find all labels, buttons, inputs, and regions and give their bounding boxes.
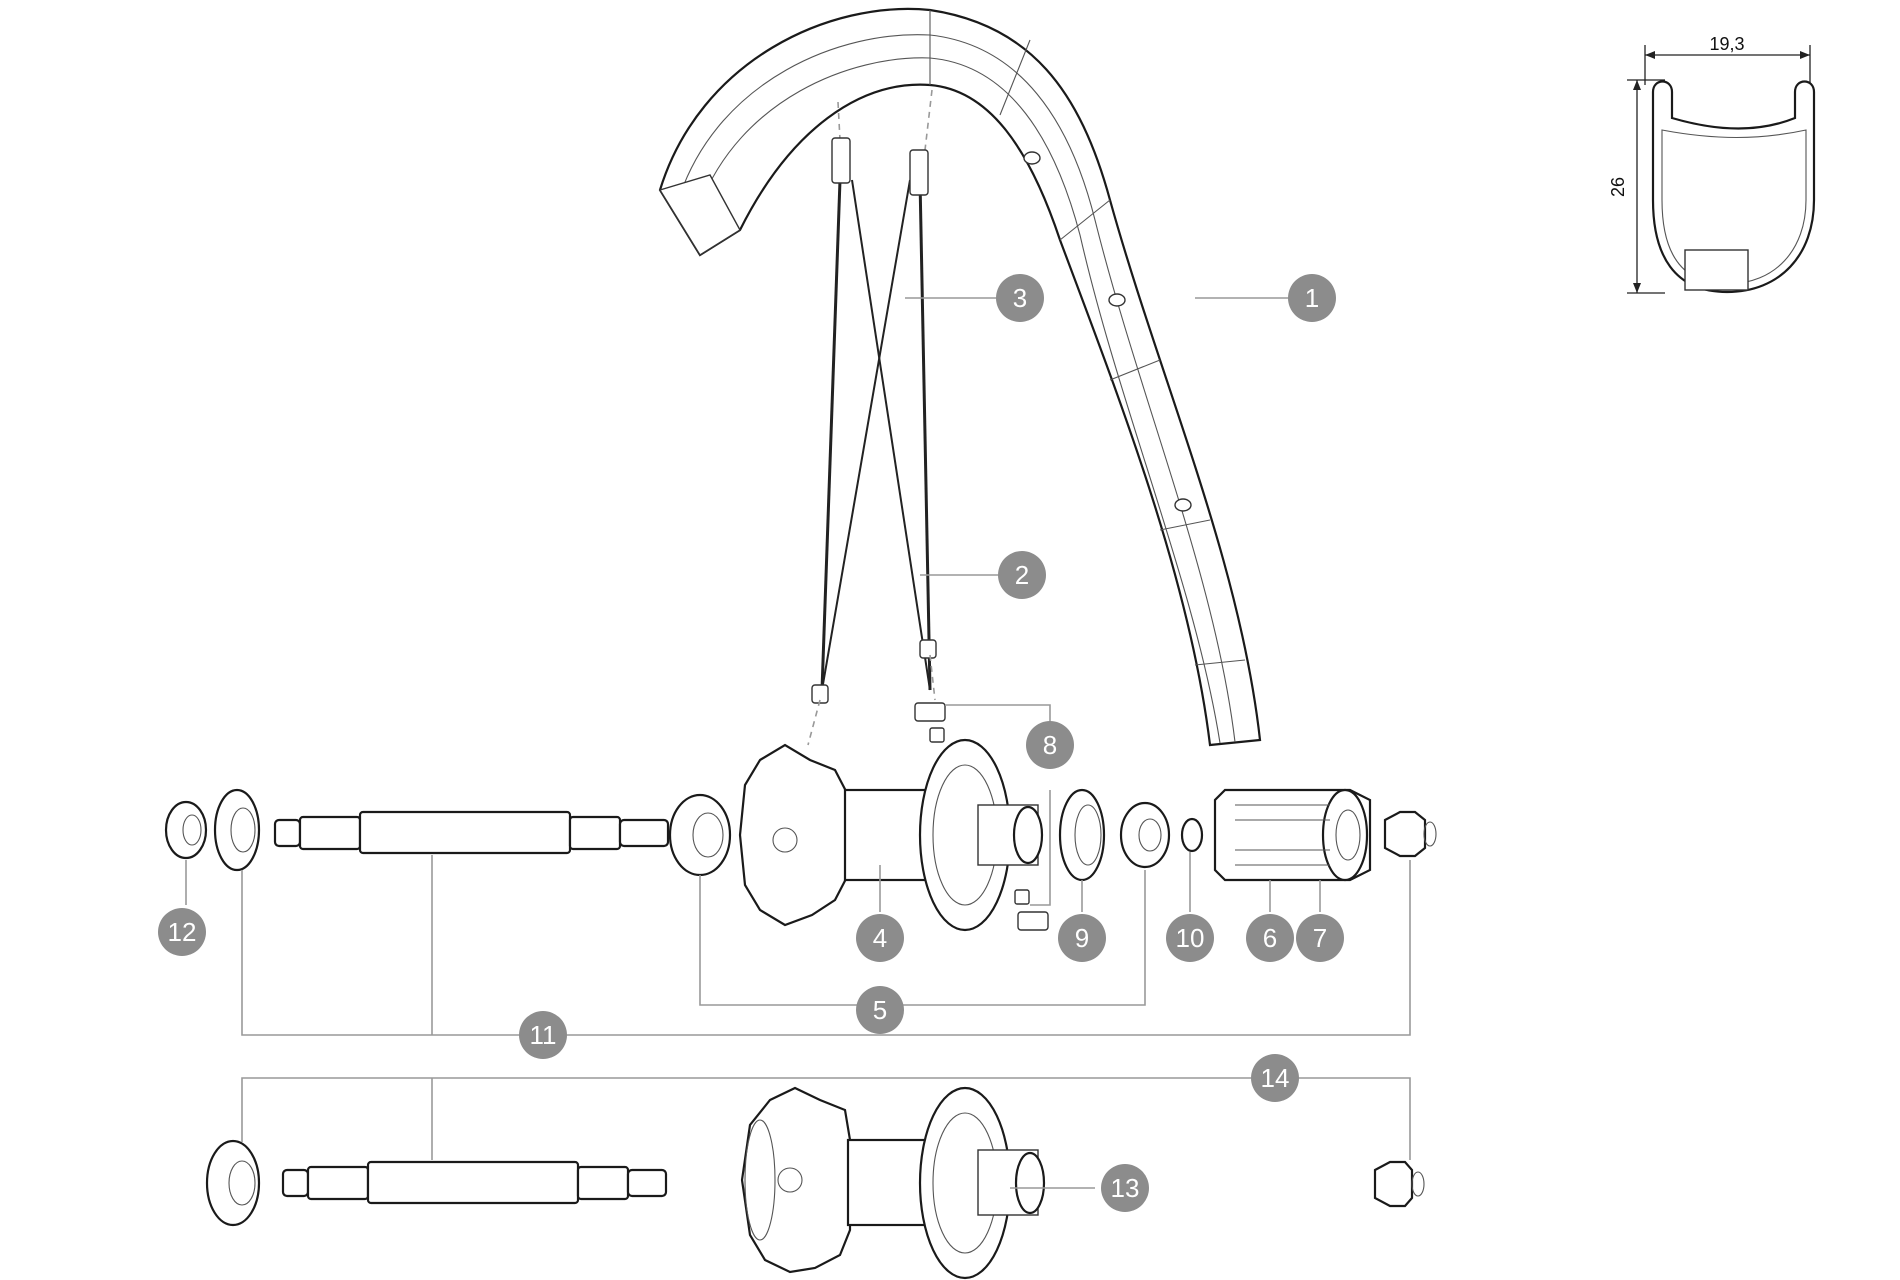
callout-10: 10 (1166, 914, 1214, 962)
spoke-nipple-left (831, 137, 851, 184)
end-nut-lower-right (1373, 1160, 1414, 1208)
callout-9: 9 (1058, 914, 1106, 962)
callout-14-label: 14 (1261, 1063, 1290, 1093)
callout-6: 6 (1246, 914, 1294, 962)
axle-lower (281, 1160, 668, 1205)
spoke-bolt-lower (1017, 911, 1049, 931)
callout-9-label: 9 (1075, 923, 1089, 953)
callout-10-label: 10 (1176, 923, 1205, 953)
rim-profile-section: 19,3 26 (1608, 34, 1816, 294)
callout-6-label: 6 (1263, 923, 1277, 953)
bearing-right (1119, 801, 1171, 869)
axle-upper (273, 810, 670, 855)
callout-3: 3 (996, 274, 1044, 322)
hub-row-upper (164, 738, 1437, 932)
callout-3-label: 3 (1013, 283, 1027, 313)
end-cap-left (213, 788, 261, 872)
callout-13-label: 13 (1111, 1173, 1140, 1203)
profile-width-label: 19,3 (1709, 34, 1744, 54)
end-cap-lower-left (205, 1139, 261, 1227)
callout-12-label: 12 (168, 917, 197, 947)
spoke-assembly (807, 89, 1049, 931)
callout-12: 12 (158, 908, 206, 956)
spoke-bolt-upper (914, 702, 946, 722)
spacer-ring (1180, 817, 1204, 853)
hub-row-lower (205, 1086, 1425, 1280)
callout-14: 14 (1251, 1054, 1299, 1102)
callout-4-label: 4 (873, 923, 887, 953)
callout-11-label: 11 (530, 1020, 557, 1050)
callout-1: 1 (1288, 274, 1336, 322)
hub-body-upper (738, 738, 1044, 932)
callout-5: 5 (856, 986, 904, 1034)
callout-13: 13 (1101, 1164, 1149, 1212)
callout-8-label: 8 (1043, 730, 1057, 760)
callout-1-label: 1 (1305, 283, 1319, 313)
rim (658, 7, 1262, 747)
callout-2-label: 2 (1015, 560, 1029, 590)
callout-11: 11 (519, 1011, 567, 1059)
spoke-nipple-right (909, 149, 929, 196)
callout-2: 2 (998, 551, 1046, 599)
freehub-body (1213, 788, 1372, 882)
seal (1058, 788, 1106, 882)
end-nut-right (1383, 810, 1427, 858)
callout-7: 7 (1296, 914, 1344, 962)
end-cap-small (164, 800, 208, 860)
bearing-left (668, 793, 732, 877)
callout-5-label: 5 (873, 995, 887, 1025)
callout-4: 4 (856, 914, 904, 962)
hub-body-lower (740, 1086, 1046, 1280)
callout-7-label: 7 (1313, 923, 1327, 953)
callout-8: 8 (1026, 721, 1074, 769)
leader-lines (185, 297, 1411, 1189)
profile-height-label: 26 (1608, 177, 1628, 197)
